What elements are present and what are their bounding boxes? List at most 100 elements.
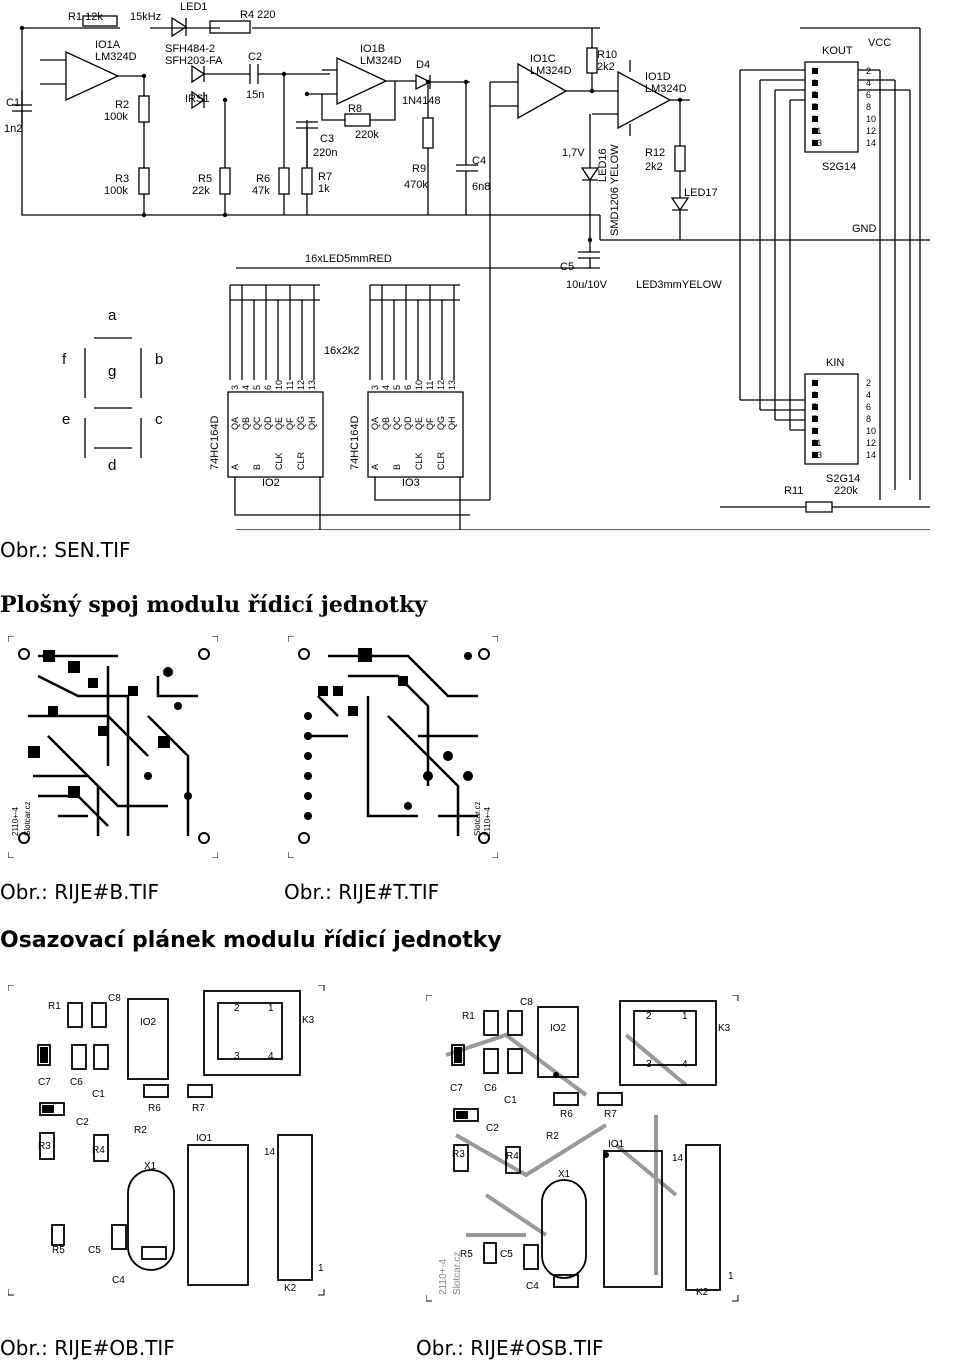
ob-r2: R2 (134, 1125, 147, 1136)
chip1-pin-7: 13 (307, 380, 317, 390)
ob-k3-1: 1 (268, 1003, 274, 1014)
ob-r3: R3 (38, 1141, 51, 1152)
io3-label: IO3 (402, 477, 420, 489)
kin-label: KIN (826, 357, 844, 369)
chip2-q-7: QH (447, 417, 457, 431)
seg-a: a (108, 307, 117, 324)
r11-label: R11 (784, 485, 803, 497)
seg-b: b (155, 351, 163, 368)
c4v-label: 6n8 (472, 181, 490, 193)
hdr0-left-5: 11 (812, 126, 821, 136)
osb-k3-1: 1 (682, 1011, 688, 1022)
chip1-pin-2: 5 (252, 385, 262, 390)
pcb-t-brand: Slotcar.cz (473, 801, 482, 836)
chip2-pin-2: 5 (392, 385, 402, 390)
gnd-label: GND (852, 223, 877, 235)
ob-r6: R6 (148, 1103, 161, 1114)
r9-label: R9 (412, 163, 426, 175)
osb-c7: C7 (450, 1083, 463, 1094)
chip1-pin-3: 6 (263, 385, 273, 390)
osb-r7: R7 (604, 1109, 617, 1120)
voltage-label: 1,7V (562, 147, 585, 159)
io1c-label: IO1C (530, 53, 556, 65)
freq-label: 15kHz (130, 11, 161, 23)
chip2-q-6: QG (436, 416, 446, 430)
osb-r2: R2 (546, 1131, 559, 1142)
ob-r5: R5 (52, 1245, 65, 1256)
r4-label: R4 220 (240, 9, 275, 21)
heading-placement: Osazovací plánek modulu řídicí jednotky (0, 928, 502, 953)
chip2-pin-3: 6 (403, 385, 413, 390)
seg-e: e (62, 411, 70, 428)
osb-c4: C4 (526, 1281, 539, 1292)
osb-c2: C2 (486, 1123, 499, 1134)
ob-k3: K3 (302, 1015, 315, 1026)
chip2-pin-4: 10 (414, 380, 424, 390)
c5v-label: 10u/10V (566, 279, 608, 291)
chip2-pin-5: 11 (425, 381, 435, 390)
chip2-q-3: QD (403, 416, 413, 430)
osb-io2: IO2 (550, 1023, 567, 1034)
c2v-label: 15n (246, 89, 264, 101)
hdr0-right-3: 8 (866, 102, 871, 112)
r6v-label: 47k (252, 185, 270, 197)
r6-label: R6 (256, 173, 270, 185)
ob-c1: C1 (92, 1089, 105, 1100)
r2v-label: 100k (104, 111, 128, 123)
hdr1-right-6: 14 (866, 450, 876, 460)
io1a-label: IO1A (95, 39, 121, 51)
seg-c: c (155, 411, 163, 428)
osb-k2: K2 (696, 1287, 709, 1298)
chip2-in-1: B (392, 464, 402, 470)
caption-rije-osb: Obr.: RIJE#OSB.TIF (416, 1336, 604, 1360)
chip1-q-2: QC (252, 416, 262, 430)
d4-label: D4 (416, 59, 430, 71)
hdr0-right-6: 14 (866, 138, 876, 148)
chip2-q-1: QB (381, 417, 391, 430)
ob-r7: R7 (192, 1103, 205, 1114)
chip1-pin-5: 11 (285, 381, 295, 390)
chip2-in-3: CLR (436, 451, 446, 470)
r11v-label: 220k (834, 485, 858, 497)
led17-label: LED17 (684, 187, 718, 199)
c2-label: C2 (248, 51, 262, 63)
leds-label: 16xLED5mmRED (305, 253, 392, 265)
pcb-top: Slotcar.cz 2110+-4 (288, 636, 498, 858)
c5-label: C5 (560, 261, 574, 273)
chip1-label: 74HC164D (209, 416, 221, 470)
pcb-t-version: 2110+-4 (483, 806, 492, 836)
r5-label: R5 (198, 173, 212, 185)
chip2-q-0: QA (370, 417, 380, 430)
lm1-label: LM324D (95, 51, 137, 63)
c3v-label: 220n (313, 147, 337, 159)
chip1-q-0: QA (230, 417, 240, 430)
heading-pcb: Plošný spoj modulu řídicí jednotky (0, 592, 428, 618)
hdr0-left-1: 3 (812, 78, 817, 88)
osb-pin1: 1 (728, 1271, 734, 1282)
ob-c8: C8 (108, 993, 121, 1004)
ob-x1: X1 (144, 1161, 157, 1172)
c4-label: C4 (472, 155, 486, 167)
r12v-label: 2k2 (645, 161, 663, 173)
osb-k3: K3 (718, 1023, 731, 1034)
r9v-label: 470k (404, 179, 428, 191)
chip2-pin-1: 4 (381, 385, 391, 390)
chip1-pin-4: 10 (274, 380, 284, 390)
ob-r4: R4 (92, 1145, 105, 1156)
ob-io2: IO2 (140, 1017, 157, 1028)
r8-label: R8 (348, 103, 362, 115)
hdr1-right-1: 4 (866, 390, 871, 400)
chip1-q-5: QF (285, 417, 295, 430)
chip2-q-2: QC (392, 416, 402, 430)
hdr1-left-6: 13 (812, 450, 822, 460)
sensor-schematic: R1 12k 15kHz LED1 R4 220 IO1A LM324D SFH… (4, 1, 930, 530)
ob-k3-3: 3 (234, 1051, 240, 1062)
chip1-in-1: B (252, 464, 262, 470)
ob-r1: R1 (48, 1001, 61, 1012)
chip2-in-0: A (370, 464, 380, 470)
hdr1-right-4: 10 (866, 426, 876, 436)
placement-osb: R1 C8 IO2 K3 C7 C6 C1 R6 R7 C2 R2 IO1 R3… (426, 995, 739, 1302)
osb-k3-3: 3 (646, 1059, 652, 1070)
pcb-b-version: 2110+-4 (11, 806, 20, 836)
hdr1-left-4: 9 (812, 426, 817, 436)
